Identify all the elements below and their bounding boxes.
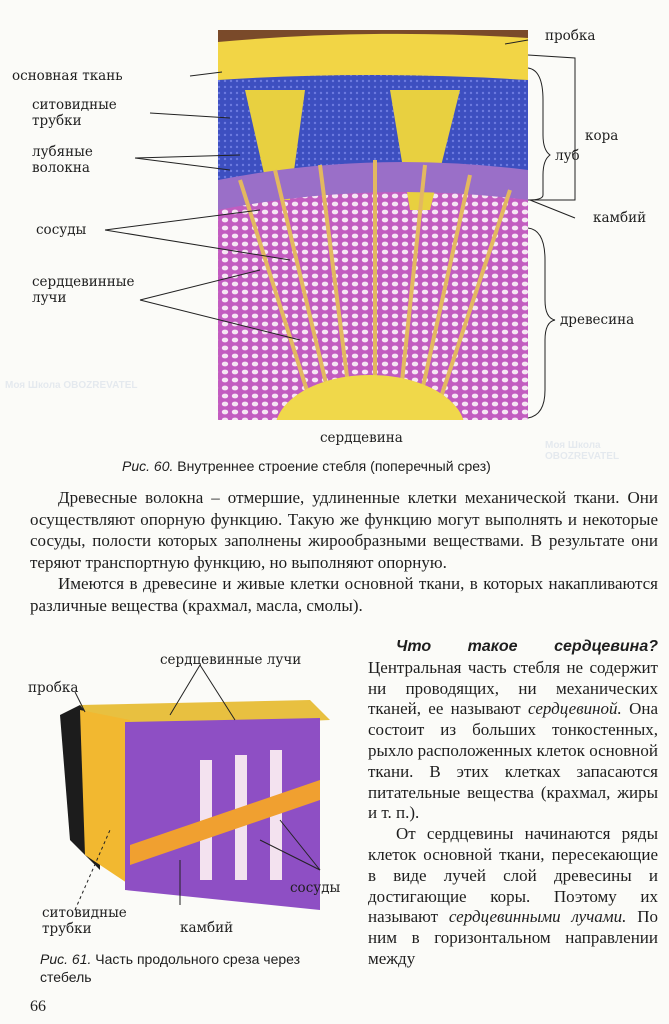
- page-number: 66: [30, 998, 46, 1015]
- label-serdtsevinnye-luchi: сердцевинные лучи: [32, 274, 135, 306]
- label-serdtsevina: сердцевина: [320, 430, 403, 446]
- paragraph: Что такое сердцевина? Центральная часть …: [368, 638, 659, 823]
- watermark: Моя Школа OBOZREVATEL: [545, 440, 620, 462]
- label-kambiy-61: камбий: [180, 920, 234, 936]
- label-lub: луб: [555, 148, 580, 164]
- figure-60-caption: Рис. 60. Внутреннее строение стебля (поп…: [122, 458, 491, 474]
- label-drevesina: древесина: [560, 312, 635, 328]
- label-probka-61: пробка: [28, 680, 79, 696]
- stem-cross-section-illustration: [104, 30, 576, 420]
- label-kora: кора: [585, 128, 619, 144]
- main-text: Древесные волокна – отмершие, удлиненные…: [30, 487, 658, 616]
- label-sitovidnye-trubki: ситовидные трубки: [32, 97, 117, 129]
- label-sosudy-61: сосуды: [290, 880, 341, 896]
- paragraph: Древесные волокна – отмершие, удлиненные…: [30, 488, 658, 572]
- label-sosudy: сосуды: [36, 222, 87, 238]
- paragraph: Имеются в древесине и живые клетки основ…: [30, 574, 658, 615]
- label-osnovnaya-tkan: основная ткань: [12, 68, 123, 84]
- section-heading: Что такое сердцевина?: [396, 638, 658, 655]
- label-probka: пробка: [545, 28, 596, 44]
- column-text: Что такое сердцевина? Центральная часть …: [368, 636, 658, 970]
- paragraph: От сердцевины начинаются ряды клеток осн…: [368, 824, 659, 968]
- watermark: Моя Школа OBOZREVATEL: [5, 380, 138, 391]
- label-kambiy: камбий: [593, 210, 647, 226]
- stem-longitudinal-section-illustration: [60, 664, 330, 911]
- label-serdtsevinnye-luchi-61: сердцевинные лучи: [160, 652, 302, 668]
- figure-61-caption: Рис. 61. Часть продольного среза через с…: [40, 951, 301, 985]
- label-sitovidnye-61: ситовидные трубки: [42, 905, 127, 937]
- label-lubyanye-volokna: лубяные волокна: [32, 144, 93, 176]
